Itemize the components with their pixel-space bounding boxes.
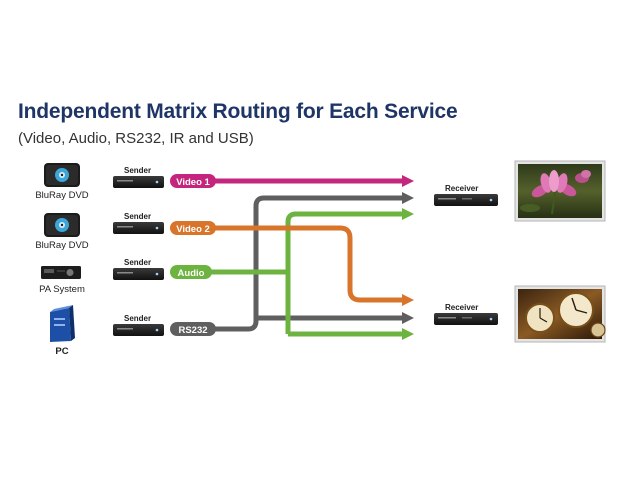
bluray-dvd-icon [44,163,80,187]
service-tag-label: Video 1 [176,177,210,188]
source-label-pc: PC [55,346,68,357]
audio-arrowhead-2 [402,328,414,340]
pc-tower-icon [50,305,75,342]
receiver-label: Receiver [445,184,478,193]
service-tag-label: Video 2 [176,224,210,235]
audio-arrowhead-1 [402,208,414,220]
display-2 [514,285,606,343]
receiver-device-1: Receiver [434,184,498,206]
page-title: Independent Matrix Routing for Each Serv… [18,100,458,123]
video-1-arrowhead [402,175,414,187]
sender-device-4: Sender [113,314,164,336]
receiver-label: Receiver [445,303,478,312]
sender-device-2: Sender [113,212,164,234]
lotus-flower-image [520,170,591,215]
source-label-bluray-1: BluRay DVD [35,190,88,201]
display-1 [514,160,606,222]
rs232-arrowhead-2 [402,312,414,324]
bluray-dvd-icon [44,213,80,237]
service-tag-audio: Audio [170,265,212,279]
sender-label: Sender [124,258,151,267]
receiver-device-2: Receiver [434,303,498,325]
page-subtitle: (Video, Audio, RS232, IR and USB) [18,130,254,147]
sender-device-3: Sender [113,258,164,280]
sender-device-1: Sender [113,166,164,188]
service-tag-label: Audio [178,268,205,279]
pa-system-icon [41,266,81,279]
source-label-bluray-2: BluRay DVD [35,240,88,251]
rs232-arrowhead-1 [402,192,414,204]
rs232-route-to-receiver-1 [200,195,403,332]
service-tag-video-1: Video 1 [170,174,216,188]
sender-label: Sender [124,212,151,221]
sender-label: Sender [124,314,151,323]
video-2-arrowhead [402,294,414,306]
antique-clocks-image [525,292,606,338]
source-label-pa-system: PA System [39,284,85,295]
service-tag-rs232: RS232 [170,322,216,336]
service-tag-video-2: Video 2 [170,221,216,235]
service-tag-label: RS232 [178,325,207,336]
audio-route-to-receiver-1 [200,211,403,334]
video-2-route [200,225,403,303]
sender-label: Sender [124,166,151,175]
